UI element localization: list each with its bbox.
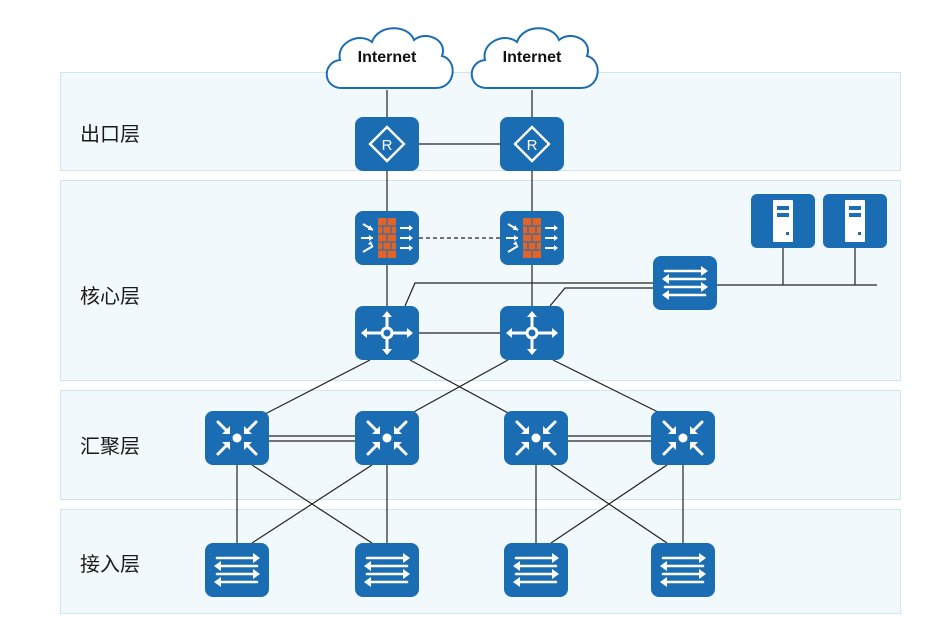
firewall-icon [499,210,565,266]
cloud-label: Internet [358,49,417,66]
internet-cloud-2: Internet [470,27,599,89]
server-icon [823,194,887,248]
cloud-label: Internet [503,49,562,66]
link-agg4-acc3 [550,464,668,544]
cloud-icon [325,27,454,89]
link-core2-agg2 [409,359,509,415]
access-switch-icon [353,541,421,599]
band-aggregation-layer [60,390,901,500]
aggregation-switch-icon [203,409,271,467]
router-icon [353,115,421,173]
access-switch-icon [203,541,271,599]
link-serverswitch-core1 [404,282,653,307]
layer-label-access: 接入层 [80,552,140,576]
access-switch-icon [502,541,570,599]
aggregation-switch-icon [649,409,717,467]
band-exit-layer [60,72,901,171]
aggregation-switch-icon [502,409,570,467]
aggregation-switch-icon [353,409,421,467]
internet-cloud-1: Internet [325,27,454,89]
layer-label-core: 核心层 [80,284,140,308]
access-switch-icon [649,541,717,599]
cloud-icon [470,27,599,89]
link-core2-agg4 [552,359,663,415]
layer-label-aggregation: 汇聚层 [80,434,140,458]
link-agg2-acc1 [251,464,373,544]
firewall-icon [354,210,420,266]
link-serverswitch-core2 [549,287,653,307]
links [236,90,877,544]
band-access-layer [60,509,901,614]
layer-label-exit: 出口层 [80,122,140,146]
core-switch-icon [353,304,421,362]
server-access-switch-icon [651,254,719,312]
server-icon [751,194,815,248]
link-core1-agg1 [264,359,371,415]
core-switch-icon [498,304,566,362]
router-icon [498,115,566,173]
